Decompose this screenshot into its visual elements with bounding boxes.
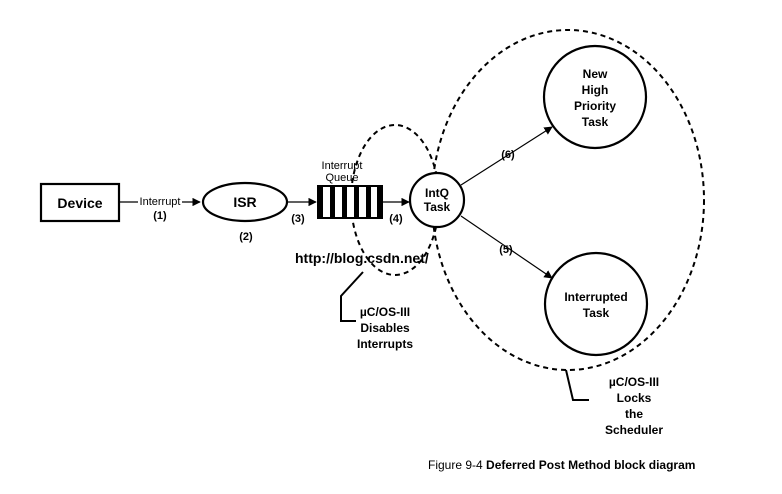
intq-to-new-task-arrow [460,126,553,186]
intq-label-line2: Task [424,200,451,214]
watermark: http://blog.csdn.net/ [295,250,429,266]
disables-line3: Interrupts [357,337,413,351]
intq-task-node [408,171,466,229]
new-task-line2: High [582,83,609,97]
locks-line1: µC/OS-III [609,375,659,389]
intq-to-interrupted-task-arrow [460,215,553,279]
interrupted-task-node [543,251,649,357]
step-1-label: (1) [153,210,167,222]
interrupt-queue [317,185,383,219]
locks-line2: Locks [617,391,652,405]
new-task-line3: Priority [574,99,616,113]
caption-prefix: Figure 9-4 [428,458,483,472]
new-task-line1: New [583,67,608,81]
step-3-label: (3) [291,213,305,225]
interrupted-task-line1: Interrupted [564,290,627,304]
disables-line2: Disables [360,321,410,335]
figure-caption: Figure 9-4 Deferred Post Method block di… [428,458,758,472]
intq-label-line1: IntQ [425,186,449,200]
step-5-label: (5) [499,244,513,256]
new-task-line4: Task [582,115,609,129]
interrupted-task-line2: Task [583,306,610,320]
isr-label: ISR [233,194,256,210]
locks-line3: the [625,407,643,421]
step-4-label: (4) [389,213,403,225]
locks-line4: Scheduler [605,423,663,437]
locks-callout-leader [565,369,589,401]
step-6-label: (6) [501,149,515,161]
queue-label-line2: Queue [325,172,358,184]
device-label: Device [57,195,102,211]
disables-line1: µC/OS-III [360,305,410,319]
caption-title: Deferred Post Method block diagram [486,458,696,472]
step-2-label: (2) [239,231,253,243]
disables-callout-leader [340,271,364,322]
new-high-priority-task-node [542,44,648,150]
interrupt-arrow-label: Interrupt [140,196,181,208]
queue-label-line1: Interrupt [322,160,363,172]
